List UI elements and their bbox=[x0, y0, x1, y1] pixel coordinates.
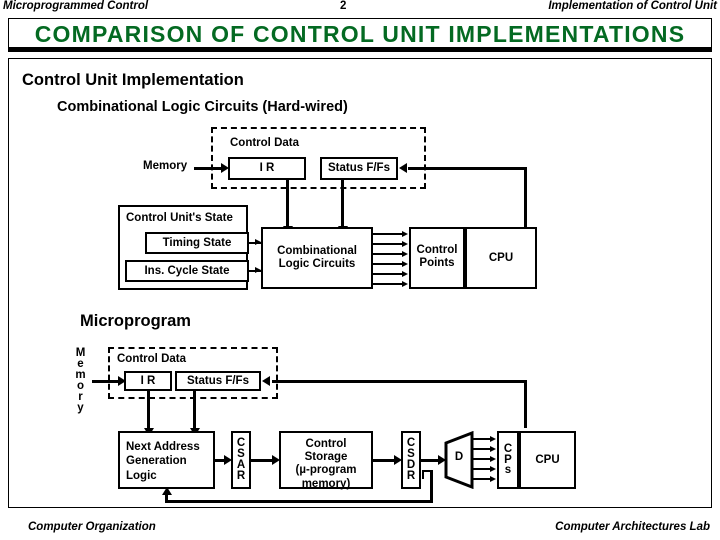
micro-status-ff-label: Status F/Fs bbox=[187, 374, 249, 387]
control-storage-line1: Control bbox=[305, 438, 347, 450]
timing-to-comb-arrow bbox=[255, 239, 261, 245]
header-page-number: 2 bbox=[340, 0, 347, 12]
ins-cycle-state-label: Ins. Cycle State bbox=[144, 264, 230, 277]
csar-to-storage-arrow bbox=[272, 455, 280, 465]
csdr-feedback-horizontal bbox=[165, 500, 433, 503]
timing-state-box[interactable]: Timing State bbox=[145, 232, 249, 254]
micro-control-data-label: Control Data bbox=[117, 353, 186, 365]
micro-cpu-box[interactable]: CPU bbox=[519, 431, 576, 489]
next-addr-line1: Next Address bbox=[126, 441, 200, 453]
hardwired-memory-label: Memory bbox=[143, 160, 188, 172]
footer-right-text: Computer Architectures Lab bbox=[555, 521, 710, 533]
control-storage-line4: memory) bbox=[301, 477, 351, 490]
sub-heading-microprogram: Microprogram bbox=[80, 312, 191, 330]
control-points-box[interactable]: Control Points bbox=[409, 227, 465, 289]
sub-heading-hardwired: Combinational Logic Circuits (Hard-wired… bbox=[57, 99, 348, 115]
next-address-generation-logic-box[interactable]: Next Address Generation Logic bbox=[118, 431, 215, 489]
micro-memory-to-ir-line bbox=[92, 380, 120, 383]
control-storage-line3: (µ-program bbox=[295, 464, 357, 477]
header-right-text: Implementation of Control Unit bbox=[548, 0, 717, 12]
slide-header: Microprogrammed Control 2 Implementation… bbox=[0, 0, 720, 17]
control-points-line2: Points bbox=[419, 257, 455, 270]
micro-memory-to-ir-arrow bbox=[118, 376, 126, 386]
storage-to-csdr-arrow bbox=[394, 455, 402, 465]
next-addr-line2: Generation bbox=[126, 455, 187, 468]
hw-cpu-feedback-arrow bbox=[399, 163, 407, 173]
main-heading: Control Unit Implementation bbox=[22, 71, 244, 89]
header-left-text: Microprogrammed Control bbox=[3, 0, 149, 12]
storage-to-csdr-line bbox=[373, 459, 399, 462]
control-points-line1: Control bbox=[416, 244, 458, 256]
timing-state-label: Timing State bbox=[162, 236, 232, 249]
micro-status-ff-box[interactable]: Status F/Fs bbox=[175, 371, 261, 391]
title-banner: COMPARISON OF CONTROL UNIT IMPLEMENTATIO… bbox=[8, 18, 712, 52]
nagl-to-csar-line bbox=[215, 459, 229, 462]
micro-status-down-line bbox=[193, 391, 196, 430]
hardwired-cpu-label: CPU bbox=[488, 251, 514, 264]
hardwired-ir-label: I R bbox=[259, 162, 275, 175]
decoder-shape bbox=[444, 430, 474, 490]
csdr-feedback-vertical-left bbox=[165, 494, 168, 503]
combinational-logic-box[interactable]: Combinational Logic Circuits bbox=[261, 227, 373, 289]
inscycle-to-comb-arrow bbox=[255, 267, 261, 273]
csar-to-storage-line bbox=[251, 459, 277, 462]
memory-to-ir-line bbox=[194, 167, 222, 170]
next-addr-line3: Logic bbox=[126, 469, 157, 482]
hardwired-status-ff-box[interactable]: Status F/Fs bbox=[320, 157, 398, 180]
hardwired-cpu-box[interactable]: CPU bbox=[465, 227, 537, 289]
csdr-to-decoder-line bbox=[421, 459, 443, 462]
status-down-line bbox=[341, 180, 344, 227]
csdr-to-decoder-arrow bbox=[438, 455, 446, 465]
micro-cpu-feedback-arrow bbox=[262, 376, 270, 386]
page-title: COMPARISON OF CONTROL UNIT IMPLEMENTATIO… bbox=[34, 21, 686, 47]
hardwired-ir-box[interactable]: I R bbox=[228, 157, 306, 180]
comb-logic-line1: Combinational bbox=[277, 245, 357, 257]
decoder-trapezoid[interactable]: D bbox=[444, 430, 474, 490]
hardwired-control-data-label: Control Data bbox=[230, 137, 299, 149]
control-storage-box[interactable]: Control Storage (µ-program memory) bbox=[279, 431, 373, 490]
micro-cpu-feedback-vertical bbox=[524, 380, 527, 428]
hw-cpu-feedback-vertical bbox=[524, 167, 527, 227]
csdr-feedback-vertical-right bbox=[430, 470, 433, 503]
micro-cpu-feedback-horizontal bbox=[272, 380, 527, 383]
ir-down-line bbox=[286, 180, 289, 227]
micro-cpu-label: CPU bbox=[535, 453, 560, 466]
micro-ir-label: I R bbox=[140, 374, 156, 387]
comb-logic-line2: Logic Circuits bbox=[278, 258, 356, 271]
csdr-feedback-arrow bbox=[162, 487, 172, 495]
micro-ir-down-line bbox=[147, 391, 150, 430]
micro-ir-box[interactable]: I R bbox=[124, 371, 172, 391]
ins-cycle-state-box[interactable]: Ins. Cycle State bbox=[125, 260, 249, 282]
hardwired-status-ff-label: Status F/Fs bbox=[328, 162, 390, 175]
control-unit-state-label: Control Unit's State bbox=[126, 212, 233, 224]
decoder-label: D bbox=[454, 451, 464, 463]
hardwired-control-data-group bbox=[211, 127, 426, 189]
hw-cpu-feedback-horizontal bbox=[408, 167, 527, 170]
csdr-branch-stub bbox=[422, 470, 432, 472]
csdr-branch-tick bbox=[422, 471, 424, 479]
memory-to-ir-arrow bbox=[221, 163, 229, 173]
nagl-to-csar-arrow bbox=[224, 455, 232, 465]
control-storage-line2: Storage bbox=[304, 451, 348, 464]
footer-left-text: Computer Organization bbox=[28, 521, 156, 533]
